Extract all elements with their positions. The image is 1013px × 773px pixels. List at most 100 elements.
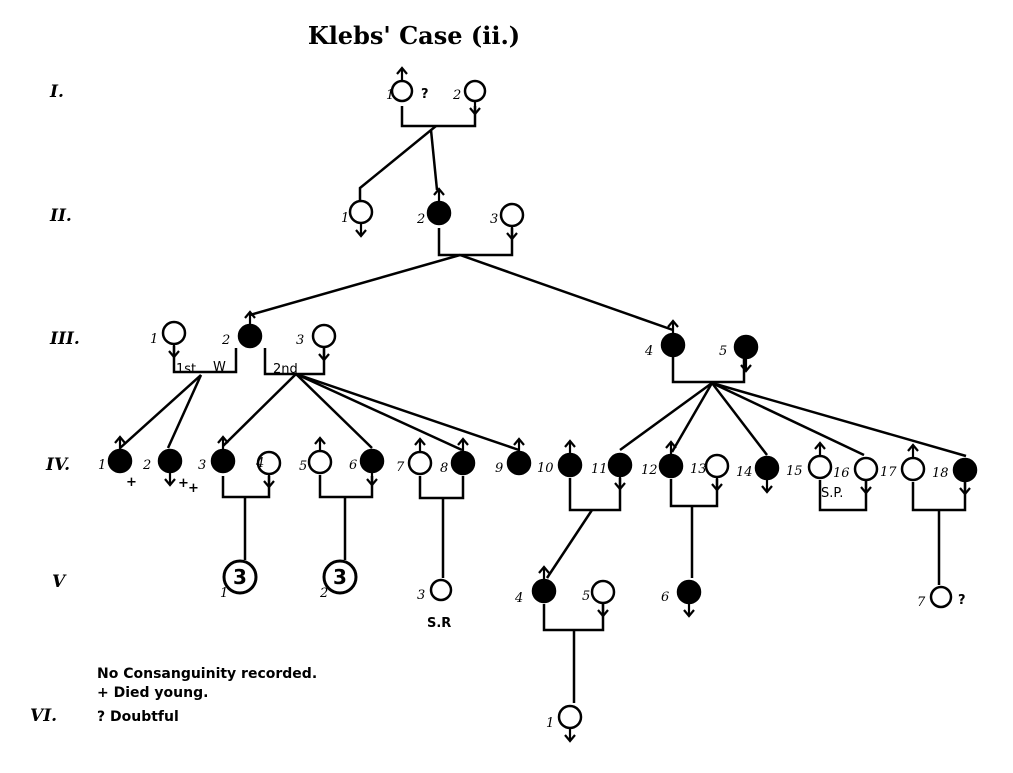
male-arrow: [513, 437, 525, 446]
female-arrow: [959, 487, 971, 496]
individual-ii-2: 2: [416, 187, 452, 227]
affected-circle: [359, 448, 385, 474]
individual-number: 3: [417, 588, 425, 603]
connection-line: [222, 373, 297, 447]
individual-number: 11: [591, 462, 608, 477]
unaffected-circle: [407, 450, 433, 476]
individual-number: 5: [582, 589, 590, 604]
unaffected-circle: [161, 320, 187, 346]
male-arrow: [814, 441, 826, 450]
connection-line: [429, 129, 439, 191]
individual-ii-3: 3: [490, 202, 525, 241]
individual-number: 15: [786, 464, 803, 479]
male-arrow: [314, 436, 326, 445]
generation-label-2: II.: [49, 206, 72, 226]
affected-circle: [754, 455, 780, 481]
individual-v-4: 4: [514, 565, 557, 606]
affected-circle: [660, 332, 686, 358]
female-arrow: [740, 364, 752, 373]
generation-label-6: VI.: [30, 706, 57, 726]
male-arrow: [564, 439, 576, 448]
group-count-label: 3: [233, 565, 247, 589]
unaffected-circle: [807, 454, 833, 480]
unaffected-circle: [499, 202, 525, 228]
male-arrow: [396, 66, 408, 75]
connection-line: [295, 372, 463, 452]
female-arrow: [469, 107, 481, 116]
individual-number: 8: [440, 461, 448, 476]
individual-number: 3: [198, 458, 206, 473]
individual-v-3: 3: [417, 578, 453, 603]
individual-number: 7: [917, 595, 926, 610]
individual-iv-14: 14: [736, 455, 780, 494]
affected-circle: [952, 457, 978, 483]
individual-ii-1: 1: [341, 199, 374, 238]
connection-line: [358, 125, 437, 200]
female-arrow: [263, 480, 275, 489]
female-arrow: [614, 482, 626, 491]
individual-number: 18: [932, 466, 949, 481]
v7-doubtful-note: ?: [958, 593, 966, 608]
connection-line: [711, 381, 967, 458]
affected-circle: [237, 323, 263, 349]
generation-label-3: III.: [49, 329, 80, 349]
individual-iv-16: 16: [833, 456, 879, 495]
connection-line: [542, 604, 605, 632]
female-arrow: [860, 486, 872, 495]
individual-number: 4: [644, 344, 653, 359]
individual-iv-2: 2: [142, 448, 183, 487]
affected-circle: [426, 200, 452, 226]
connection-line: [619, 381, 713, 452]
individual-iv-3: 3: [198, 435, 236, 474]
affected-circle: [676, 579, 702, 605]
group-count-label: 3: [333, 565, 347, 589]
connection-line: [221, 476, 271, 499]
connection-line: [459, 253, 674, 332]
individual-number: 9: [495, 461, 503, 476]
individual-vi-1: 1: [546, 704, 583, 743]
individual-number: 2: [142, 458, 151, 473]
individual-iii-3: 3: [296, 323, 337, 362]
wife-label: W: [213, 360, 226, 375]
unaffected-circle: [853, 456, 879, 482]
individual-number: 5: [719, 344, 727, 359]
individual-number: 2: [416, 212, 425, 227]
unaffected-circle: [429, 578, 453, 602]
individual-number: 17: [880, 465, 897, 480]
individual-number: 6: [349, 458, 357, 473]
male-arrow: [538, 565, 550, 574]
died-young-mark-iv2: +: [178, 476, 189, 491]
unaffected-circle: [311, 323, 337, 349]
connection-line: [568, 478, 622, 512]
second-marriage-label: 2nd: [273, 362, 298, 377]
unaffected-circle: [929, 585, 953, 609]
individual-number: 1: [220, 586, 228, 601]
connection-line: [669, 479, 719, 508]
first-marriage-label: 1st: [176, 362, 196, 377]
affected-circle: [557, 452, 583, 478]
female-arrow: [564, 734, 576, 743]
connection-line: [437, 228, 514, 257]
female-arrow: [597, 609, 609, 618]
individual-number: 2: [221, 333, 230, 348]
connection-line: [400, 106, 477, 128]
individual-number: 16: [833, 466, 850, 481]
died-young-mark-iv1: +: [126, 475, 137, 490]
individual-v-1: 31: [220, 559, 258, 601]
generation-label-4: IV.: [45, 455, 70, 475]
individual-i-2: 2: [452, 79, 487, 116]
individual-number: 5: [299, 459, 307, 474]
male-arrow: [907, 443, 919, 452]
affected-circle: [210, 448, 236, 474]
individual-number: 2: [452, 88, 461, 103]
group-circle: [322, 559, 358, 595]
sp-label: S.P.: [821, 486, 843, 501]
individual-number: 1: [98, 458, 106, 473]
individual-iv-12: 12: [641, 440, 684, 479]
individual-number: 10: [537, 461, 554, 476]
connection-line: [711, 382, 768, 456]
individual-number: 12: [641, 463, 658, 478]
affected-circle: [450, 450, 476, 476]
affected-circle: [107, 448, 133, 474]
unaffected-circle: [557, 704, 583, 730]
